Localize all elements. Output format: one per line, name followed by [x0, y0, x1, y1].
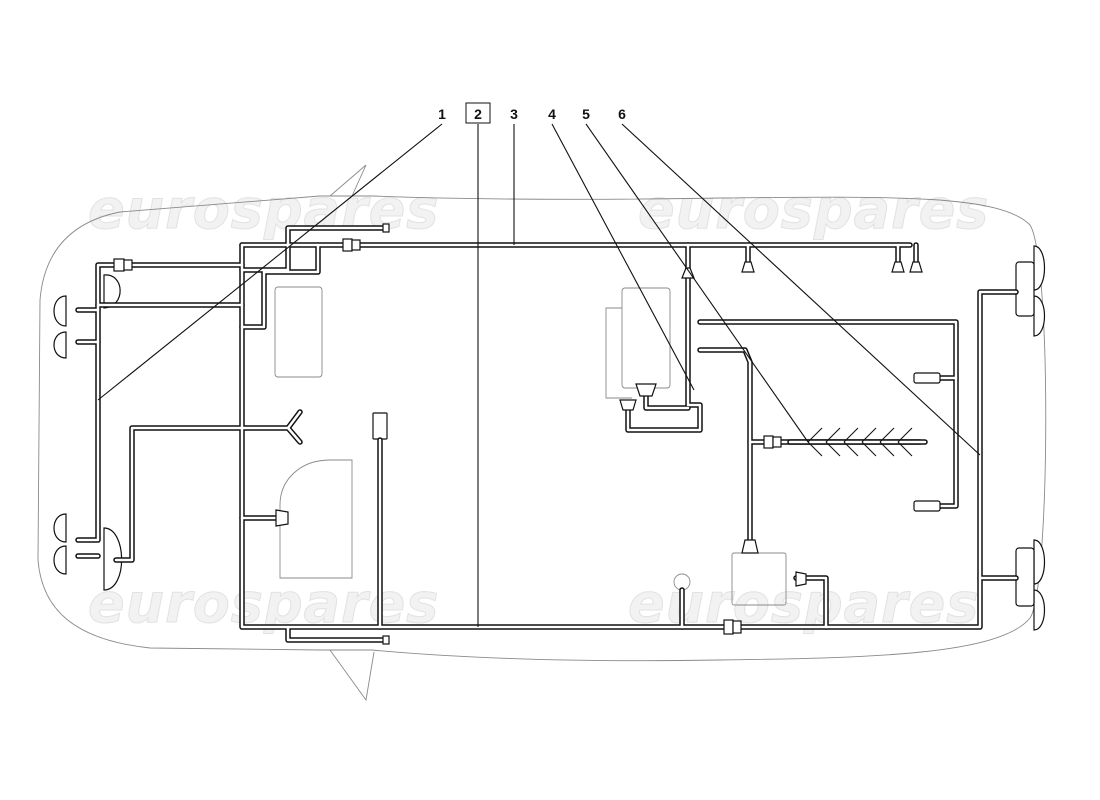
connector-front-left	[113, 258, 125, 272]
leader-line-1	[97, 123, 443, 401]
connector-top-drop-2	[891, 261, 905, 273]
connector-top-end	[382, 223, 390, 233]
center-module-box	[621, 287, 671, 389]
watermark-top-left: eurospares	[88, 178, 439, 241]
connector-module-2	[619, 399, 637, 411]
lamp-rear-2	[1033, 295, 1045, 337]
lamp-front-1	[53, 295, 67, 327]
center-module-bracket	[605, 307, 632, 399]
connector-top-drop-1	[741, 261, 755, 273]
mirror-top	[329, 164, 367, 197]
callout-3: 3	[510, 106, 518, 122]
leader-lines	[97, 123, 981, 627]
lamp-front-3	[53, 513, 67, 543]
branch-fan	[787, 427, 928, 457]
lamp-front-left-bottom	[103, 527, 123, 591]
callout-6: 6	[618, 106, 626, 122]
callout-5: 5	[582, 106, 590, 122]
connector-rear-box	[741, 539, 759, 554]
leader-line-4	[551, 123, 695, 391]
lamp-front-left-top	[103, 274, 121, 309]
connector-right-1	[913, 372, 941, 384]
left-module-box	[274, 286, 323, 378]
lamp-front-2	[53, 331, 67, 359]
mirror-bottom	[329, 649, 375, 702]
connector-front-left-b	[123, 259, 133, 271]
lamp-rear-1	[1033, 245, 1045, 291]
lamps	[53, 245, 1045, 631]
lamp-front-4	[53, 545, 67, 575]
lamp-rear-4	[1033, 589, 1045, 631]
leader-line-6	[621, 123, 981, 456]
connector-top-2	[351, 239, 361, 251]
dashboard-panel	[279, 459, 353, 579]
connector-bottom-end	[382, 635, 390, 645]
car-outline	[37, 164, 1047, 702]
callout-1: 1	[438, 106, 446, 122]
leader-line-5	[585, 123, 809, 443]
watermark-top-right: eurospares	[638, 178, 989, 241]
connector-right-2	[913, 500, 941, 512]
connector-dashboard	[275, 509, 289, 527]
lamp-rear-cluster-top	[1015, 261, 1035, 317]
callout-2-box	[465, 102, 491, 124]
lamp-rear-3	[1033, 539, 1045, 585]
lamp-rear-cluster-bottom	[1015, 547, 1035, 607]
callout-4: 4	[548, 106, 556, 122]
callout-labels: 1 2 3 4 5 6	[438, 102, 626, 124]
connector-rear-side	[795, 571, 807, 587]
connectors	[113, 223, 941, 645]
rear-box	[731, 552, 787, 606]
callout-2: 2	[474, 106, 482, 122]
components	[274, 286, 787, 606]
connector-bottom-1	[723, 619, 734, 635]
connector-fan-2	[772, 436, 782, 448]
connector-top-1	[342, 238, 353, 252]
connector-bottom-2	[732, 620, 742, 634]
car-body-outline	[37, 195, 1047, 662]
connector-fan-1	[763, 435, 774, 449]
connector-center-top	[681, 267, 695, 279]
connector-module-1	[635, 383, 657, 397]
small-module	[372, 412, 388, 440]
connector-top-drop-3	[909, 261, 923, 273]
